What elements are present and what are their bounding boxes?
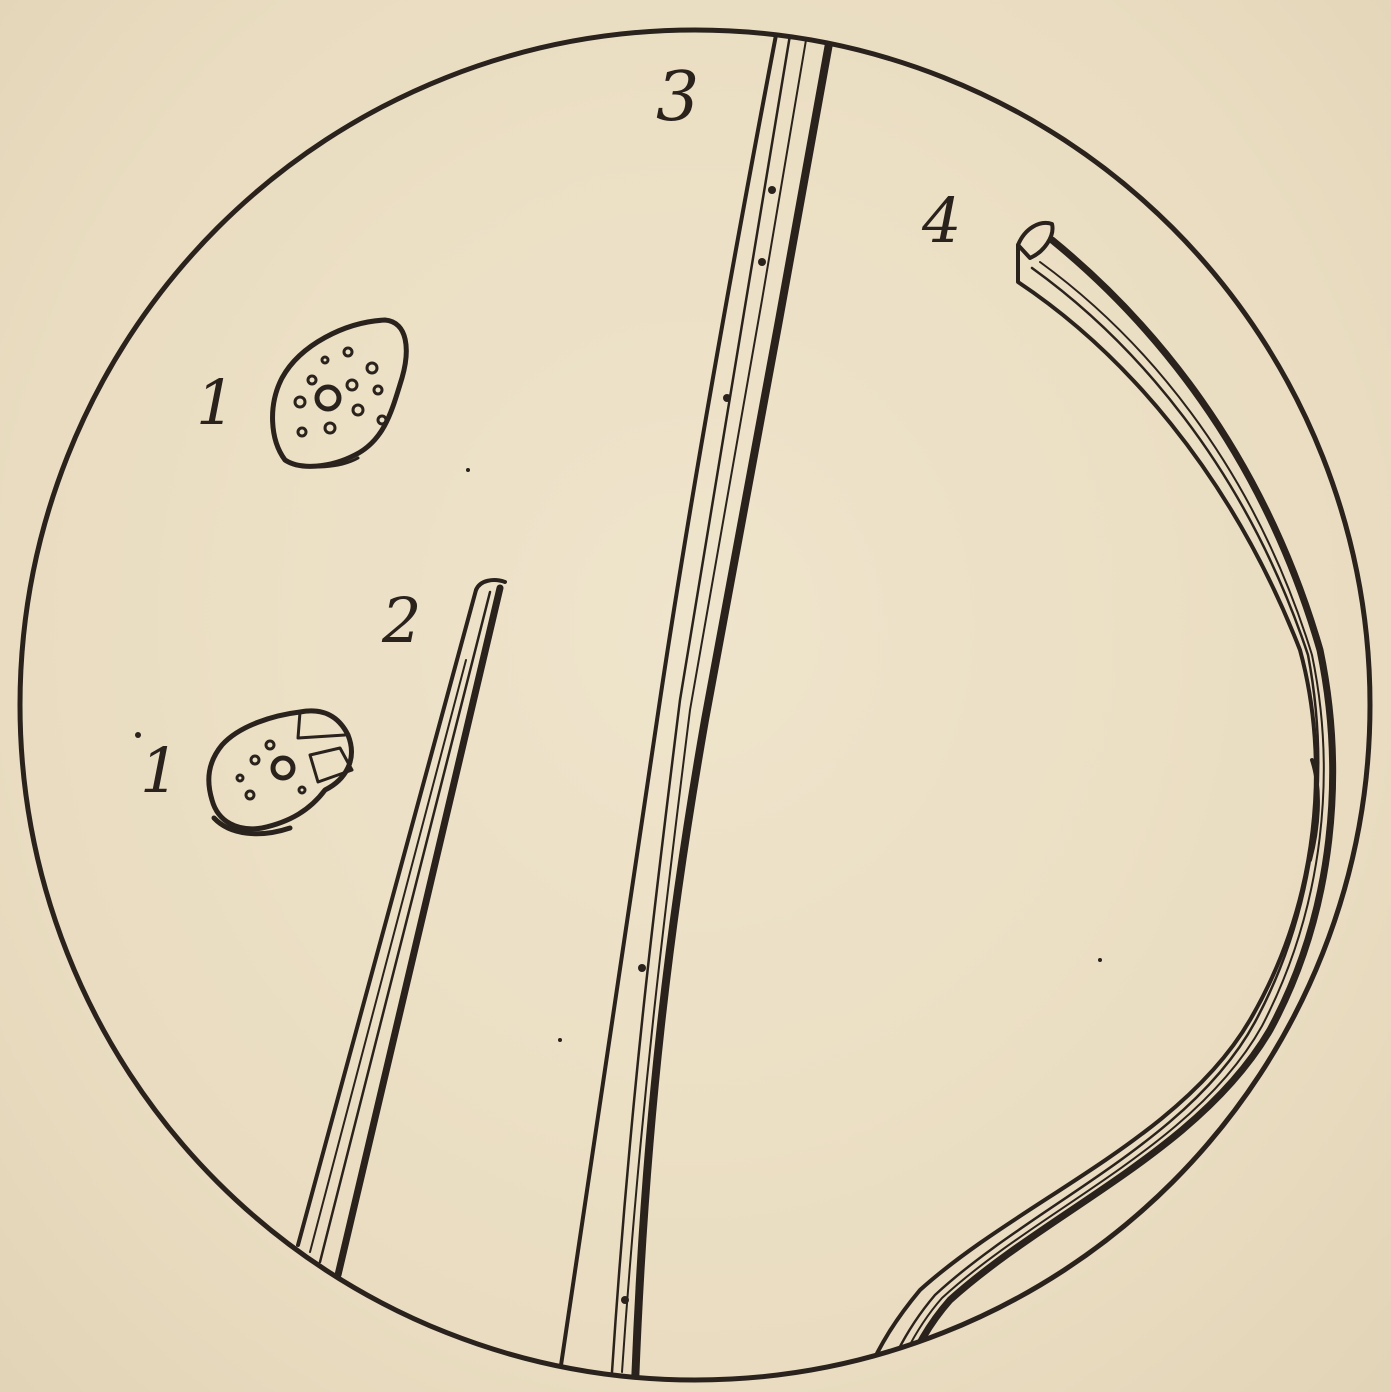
label-granule-upper: 1 [196, 372, 235, 434]
label-fiber-long: 3 [656, 64, 699, 132]
label-fiber-curved: 4 [922, 190, 961, 252]
granule-upper [273, 320, 407, 467]
fiber-long [560, 35, 830, 1385]
label-granule-lower: 1 [140, 740, 179, 802]
field-of-view-circle [20, 30, 1370, 1380]
fiber-short [298, 580, 505, 1275]
granule-lower [209, 711, 352, 834]
label-fiber-short: 2 [382, 590, 421, 652]
fiber-curved [868, 223, 1333, 1375]
